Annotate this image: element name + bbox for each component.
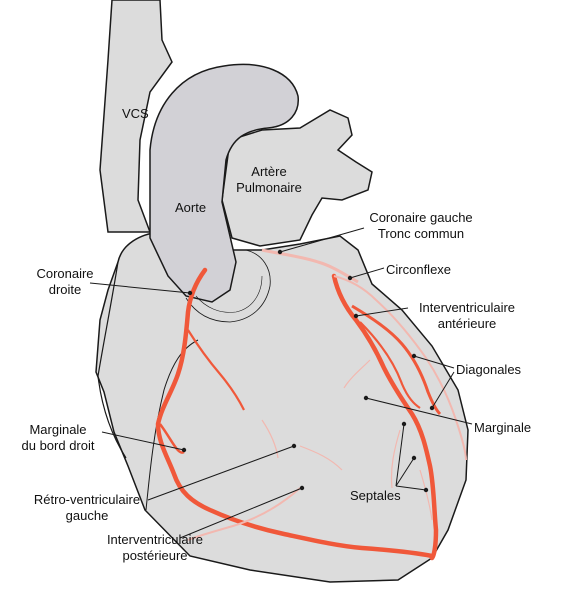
circumflex-artery — [333, 275, 467, 461]
label-coronaire-droite: Coronaire droite — [36, 266, 94, 297]
leader-diagonales-2 — [431, 371, 455, 409]
superior-vena-cava-shape — [99, 0, 173, 233]
label-septales: Septales — [350, 488, 401, 503]
left-anterior-descending-artery — [331, 273, 439, 561]
anterior-faint-branches — [261, 419, 343, 471]
right-coronary-artery — [155, 267, 435, 559]
diagonal-branch-2 — [359, 321, 421, 409]
label-coronaire-gauche: Coronaire gauche Tronc commun — [369, 210, 473, 241]
label-vcs: VCS — [122, 106, 149, 121]
posterior-interventricular-artery — [187, 487, 301, 541]
aorta-shape — [149, 63, 299, 303]
leader-interventriculaire-posterieure — [179, 487, 303, 539]
right-border-line — [97, 261, 127, 459]
leader-septales-1 — [395, 423, 405, 487]
label-artere-pulmonaire: Artère Pulmonaire — [236, 164, 302, 195]
right-marginal-branch — [158, 423, 185, 454]
label-diagonales: Diagonales — [456, 362, 522, 377]
left-auricle-lines — [185, 249, 271, 323]
label-interventriculaire-posterieure: Interventriculaire postérieure — [106, 532, 204, 563]
leader-coronaire-droite — [89, 282, 191, 294]
leader-coronaire-gauche — [279, 227, 365, 253]
leader-circonflexe — [349, 267, 385, 279]
leader-dots — [181, 249, 435, 493]
label-marginale: Marginale — [474, 420, 532, 435]
label-aorte: Aorte — [175, 200, 207, 215]
leader-diagonales-1 — [413, 355, 455, 369]
leader-interventriculaire-anterieure — [355, 307, 409, 317]
label-interventriculaire-anterieure: Interventriculaire antérieure — [418, 300, 516, 331]
leader-marginale — [365, 397, 473, 425]
septal-branches — [343, 359, 433, 521]
right-ventricular-branch — [187, 329, 245, 411]
leader-retro-ventriculaire — [147, 445, 295, 501]
leader-marginale-bord-droit — [101, 431, 185, 451]
leader-septales-3 — [395, 485, 427, 491]
heart-body-shape — [95, 231, 469, 583]
leader-septales-2 — [395, 457, 415, 487]
left-auricle-inner-lines — [195, 275, 263, 313]
label-retro-ventriculaire: Rétro-ventriculaire gauche — [33, 492, 141, 523]
pulmonary-artery-shape — [221, 109, 373, 247]
label-marginale-bord-droit: Marginale du bord droit — [21, 422, 95, 453]
label-circonflexe: Circonflexe — [386, 262, 452, 277]
leader-lines — [89, 227, 473, 539]
